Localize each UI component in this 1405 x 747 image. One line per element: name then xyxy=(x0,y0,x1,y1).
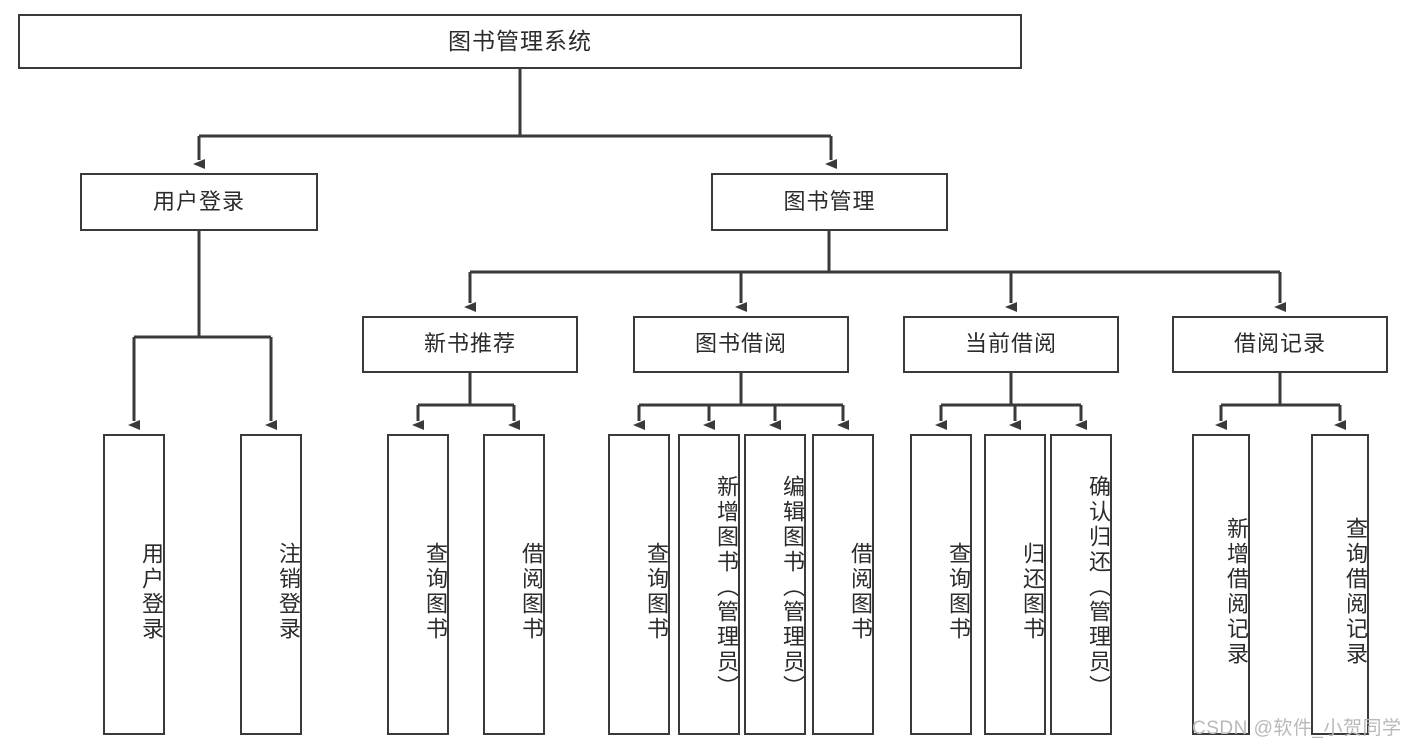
csdn-watermark: CSDN @软件_小贺同学 xyxy=(1192,718,1402,739)
node-leaf-borrow-lend-book[interactable]: 借阅图书 xyxy=(812,434,874,735)
node-new-book-recommend[interactable]: 新书推荐 xyxy=(362,316,578,373)
node-leaf-borrow-query-book[interactable]: 查询图书 xyxy=(608,434,670,735)
node-leaf-current-confirm-return-admin[interactable]: 确认归还（管理员） xyxy=(1050,434,1112,735)
node-leaf-record-add[interactable]: 新增借阅记录 xyxy=(1192,434,1250,735)
node-leaf-record-query[interactable]: 查询借阅记录 xyxy=(1311,434,1369,735)
node-leaf-recommend-borrow-book[interactable]: 借阅图书 xyxy=(483,434,545,735)
node-leaf-borrow-add-book-admin[interactable]: 新增图书（管理员） xyxy=(678,434,740,735)
node-leaf-borrow-edit-book-admin[interactable]: 编辑图书（管理员） xyxy=(744,434,806,735)
node-user-login[interactable]: 用户登录 xyxy=(80,173,318,231)
node-leaf-recommend-query-book[interactable]: 查询图书 xyxy=(387,434,449,735)
node-leaf-user-logout[interactable]: 注销登录 xyxy=(240,434,302,735)
node-leaf-user-login[interactable]: 用户登录 xyxy=(103,434,165,735)
node-book-borrow[interactable]: 图书借阅 xyxy=(633,316,849,373)
node-current-borrow[interactable]: 当前借阅 xyxy=(903,316,1119,373)
node-leaf-current-query-book[interactable]: 查询图书 xyxy=(910,434,972,735)
node-leaf-current-return-book[interactable]: 归还图书 xyxy=(984,434,1046,735)
node-root[interactable]: 图书管理系统 xyxy=(18,14,1022,69)
node-book-manage[interactable]: 图书管理 xyxy=(711,173,948,231)
node-borrow-record[interactable]: 借阅记录 xyxy=(1172,316,1388,373)
